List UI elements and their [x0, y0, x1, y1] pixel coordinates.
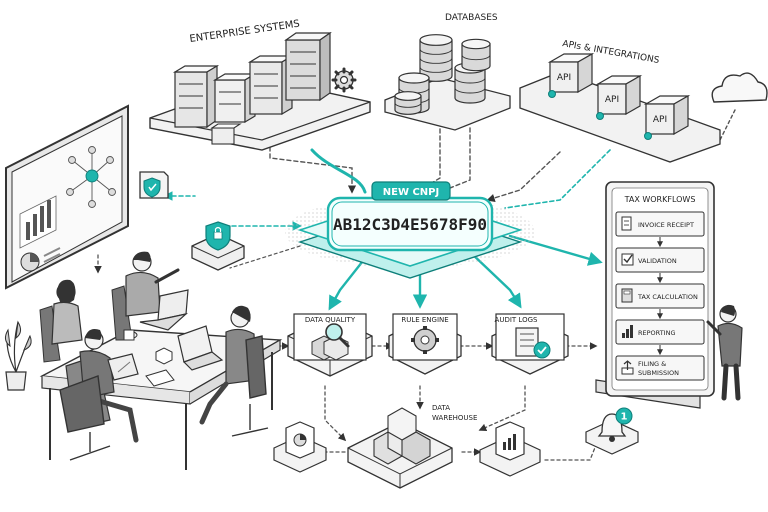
plant-icon — [5, 322, 31, 390]
data-warehouse-module: DATA WAREHOUSE — [348, 404, 477, 488]
database-cylinder — [462, 39, 490, 70]
api-box-label: API — [653, 115, 667, 125]
workflow-step-label: REPORTING — [638, 329, 676, 337]
server-rack-4 — [286, 33, 330, 100]
document-icon — [622, 217, 631, 230]
hub-tag-text: NEW CNPJ — [383, 187, 439, 198]
check-circle-icon — [534, 342, 550, 358]
workflow-step-label: INVOICE RECEIPT — [638, 221, 694, 229]
data-quality-label: DATA QUALITY — [305, 316, 356, 324]
api-status-dot — [645, 133, 652, 140]
pie-report-box — [274, 422, 326, 472]
shield-icon — [140, 172, 168, 198]
database-cylinder — [395, 92, 421, 115]
databases-title: DATABASES — [445, 13, 498, 23]
workflow-step-label: TAX CALCULATION — [637, 293, 698, 301]
workflow-step-label: VALIDATION — [638, 257, 677, 265]
databases-group: DATABASES — [385, 13, 510, 130]
enterprise-to-hub-line-2 — [312, 150, 365, 192]
api-to-hub-line-2 — [505, 150, 610, 208]
data-warehouse-label-1: DATA — [432, 404, 450, 412]
hub-code-text: AB12C3D4E5678F90 — [333, 215, 487, 234]
enterprise-to-hub-line — [270, 140, 352, 192]
workflow-step: INVOICE RECEIPT — [616, 212, 704, 236]
person-woman — [40, 280, 82, 362]
checkbox-icon — [622, 254, 633, 265]
workflow-step: TAX CALCULATION — [616, 284, 704, 308]
rule-engine-label: RULE ENGINE — [401, 316, 448, 324]
bar-report-box — [480, 422, 540, 476]
workflow-step: FILING &SUBMISSION — [616, 356, 704, 380]
audit-logs-module: AUDIT LOGS — [492, 314, 568, 374]
gear-icon — [333, 69, 355, 91]
modules-group: DATA QUALITY RULE ENGINE — [274, 314, 638, 488]
data-quality-module: DATA QUALITY — [288, 314, 372, 376]
workflow-step-label-2: SUBMISSION — [638, 369, 679, 377]
server-rack-1 — [175, 66, 217, 127]
tax-workflows-panel: TAX WORKFLOWS INVOICE RECEIPT VALIDATION T… — [596, 182, 714, 408]
workflow-step: REPORTING — [616, 320, 704, 344]
api-status-dot — [597, 113, 604, 120]
workflow-step: VALIDATION — [616, 248, 704, 272]
enterprise-systems-title: ENTERPRISE SYSTEMS — [189, 19, 301, 45]
api-box-label: API — [605, 95, 619, 105]
data-warehouse-label-2: WAREHOUSE — [432, 414, 477, 422]
enterprise-systems-group: ENTERPRISE SYSTEMS — [150, 19, 370, 150]
calculator-icon — [622, 289, 632, 302]
team-workspace — [5, 252, 280, 470]
notification-bell: 1 — [586, 408, 638, 454]
server-rack-2 — [215, 74, 255, 122]
api-box-label: API — [557, 73, 571, 83]
api-status-dot — [549, 91, 556, 98]
tax-workflows-title: TAX WORKFLOWS — [624, 195, 696, 204]
lock-icon — [192, 222, 244, 270]
api-to-hub-line — [488, 152, 560, 200]
pie-chart-icon — [294, 434, 306, 446]
workflow-step-label: FILING & — [638, 360, 666, 368]
desk-dice — [156, 348, 172, 364]
cloud-icon — [712, 73, 767, 102]
db-to-hub-line — [420, 122, 440, 190]
notification-count: 1 — [621, 412, 628, 423]
analytics-monitor — [6, 106, 128, 288]
audit-logs-label: AUDIT LOGS — [495, 316, 538, 324]
dq-to-warehouse-line — [325, 386, 345, 440]
audit-to-warehouse-line — [480, 386, 525, 430]
rule-engine-module: RULE ENGINE — [389, 314, 461, 374]
